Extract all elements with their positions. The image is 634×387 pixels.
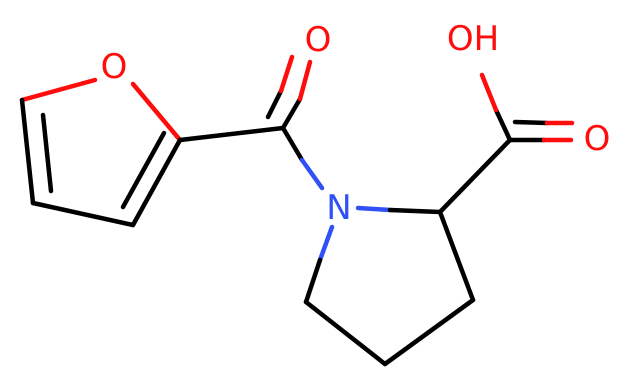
bond-n-c2-blue bbox=[355, 205, 393, 213]
bond-c2-carbonyl bbox=[177, 125, 286, 143]
bond-carbonyl-o-2-red bbox=[278, 54, 295, 94]
bond-furan-o-c5 bbox=[19, 77, 98, 103]
bond-n-c5-black bbox=[303, 257, 323, 305]
bond-carbonyl-n-black bbox=[280, 125, 305, 163]
furan-ring bbox=[19, 77, 183, 228]
hydroxyl-label: OH bbox=[447, 19, 499, 59]
bond-carbonyl-o-1-red bbox=[297, 59, 313, 102]
bond-carbonyl-o-1 bbox=[280, 96, 303, 131]
bond-furan-o-c2 bbox=[130, 81, 183, 143]
bond-c3-c2 bbox=[437, 209, 476, 303]
bond-n-c5-blue bbox=[317, 224, 335, 263]
bond-carboxyl-oh-black bbox=[493, 107, 513, 143]
bond-furan-c5-c4 bbox=[19, 97, 36, 206]
pyrrolidine-ring bbox=[303, 205, 476, 367]
acid-oxygen-label: O bbox=[584, 119, 611, 159]
bond-c5-c4 bbox=[303, 299, 388, 367]
bond-carbonyl-n-blue bbox=[299, 157, 325, 191]
bond-furan-c5-c4-inner bbox=[40, 112, 54, 194]
carboxylic-acid bbox=[437, 72, 575, 215]
bond-carboxyl-oh-red bbox=[479, 72, 499, 113]
carbonyl-linker bbox=[177, 54, 325, 191]
furan-oxygen-label: O bbox=[101, 47, 128, 87]
bond-c2-carboxyl bbox=[437, 137, 513, 215]
bond-furan-c3-c2-inner bbox=[120, 130, 167, 210]
bond-carbonyl-o-2 bbox=[265, 88, 284, 120]
bond-c4-c3 bbox=[382, 297, 476, 367]
bond-furan-c4-c3 bbox=[30, 200, 136, 228]
bond-n-c2-black bbox=[387, 207, 443, 215]
bond-furan-c3-c2 bbox=[130, 137, 183, 228]
nitrogen-label: N bbox=[326, 188, 351, 228]
bond-carboxyl-o-2-black bbox=[512, 119, 550, 126]
carbonyl-oxygen-label: O bbox=[305, 20, 332, 60]
